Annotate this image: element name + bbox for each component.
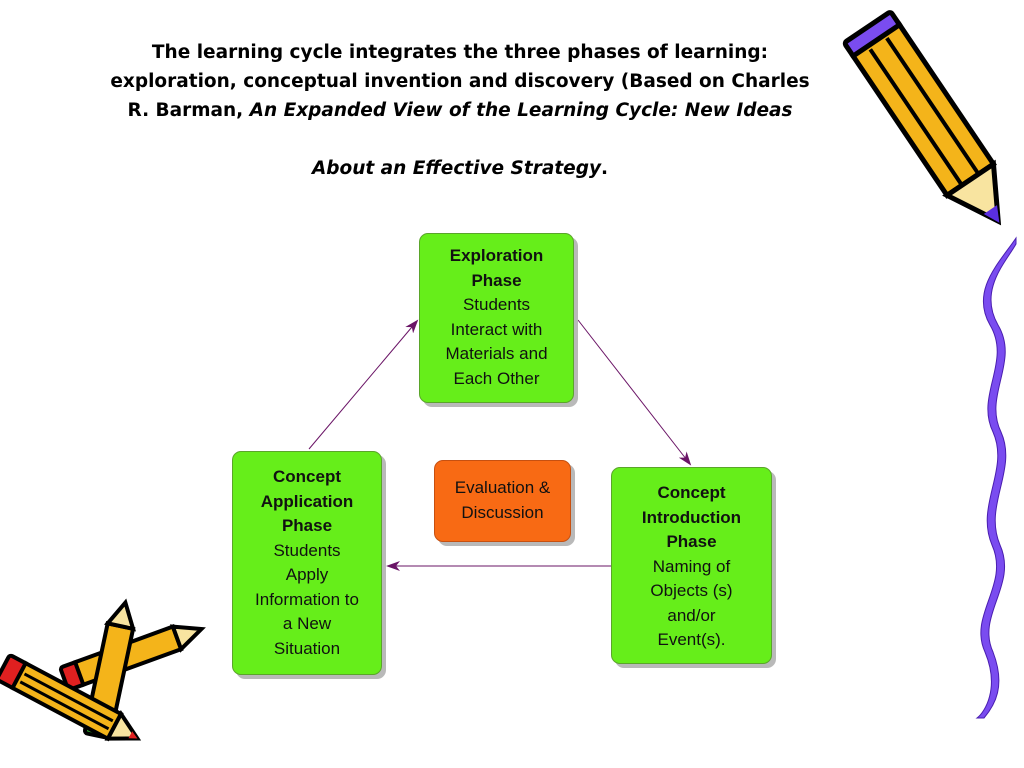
title-line-1: The learning cycle integrates the three … [151,42,769,63]
title-line-4: About an Effective Strategy. [60,154,860,183]
evaluation-discussion-box: Evaluation & Discussion [434,460,571,542]
exploration-body-1: Students [462,295,531,314]
introduction-body-4: Event(s). [657,630,726,649]
exploration-body-3: Materials and [445,344,548,363]
application-body-5: Situation [273,638,341,658]
application-body-2: Apply [285,565,329,584]
evaluation-line-1: Evaluation & [454,478,551,497]
slide-title: The learning cycle integrates the three … [60,38,860,125]
pencils-cluster-icon [0,598,206,742]
exploration-body-4: Each Other [453,368,540,388]
introduction-title-2: Introduction [641,507,742,527]
application-body-3: Information to [255,589,359,609]
exploration-title-2: Phase [471,270,522,290]
slide-title-continued: About an Effective Strategy. [60,154,860,183]
exploration-phase-box: Exploration Phase Students Interact with… [419,233,574,403]
title-line-4-end: . [601,158,609,179]
title-line-3: R. Barman, An Expanded View of the Learn… [60,96,860,125]
application-body-4: a New [282,614,332,633]
arrow-exploration-to-introduction [577,319,692,466]
concept-application-phase-box: Concept Application Phase Students Apply… [232,451,382,675]
exploration-title-1: Exploration [449,246,544,265]
application-title-3: Phase [281,516,333,535]
pencil-icon [842,10,1002,226]
concept-introduction-phase-box: Concept Introduction Phase Naming of Obj… [611,467,772,664]
title-line-4-italic: About an Effective Strategy [311,158,602,179]
introduction-body-2: Objects (s) [650,581,733,600]
introduction-body-3: and/or [667,605,716,625]
wavy-border-decoration [975,236,1017,719]
arrow-application-to-exploration [308,319,419,450]
application-title-1: Concept [273,467,341,486]
evaluation-line-2: Discussion [461,502,544,522]
application-body-1: Students [273,540,341,560]
exploration-body-2: Interact with [450,319,543,339]
title-line-3-plain: R. Barman, [127,100,250,121]
application-title-2: Application [260,491,354,511]
introduction-title-1: Concept [657,483,726,502]
title-line-3-italic: An Expanded View of the Learning Cycle: … [249,100,793,121]
introduction-title-3: Phase [666,532,717,551]
introduction-body-1: Naming of [652,556,731,576]
title-line-2: exploration, conceptual invention and di… [110,71,810,92]
